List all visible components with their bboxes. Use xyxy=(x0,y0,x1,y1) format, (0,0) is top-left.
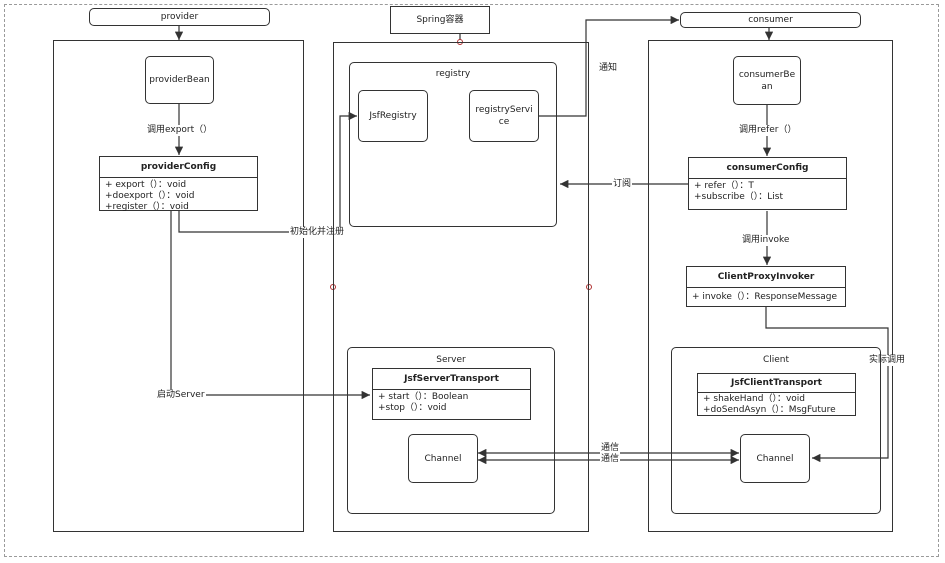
subscribe-label: 订阅 xyxy=(612,179,633,190)
spring-container xyxy=(333,42,589,532)
client-transport-method: + shakeHand（）：void xyxy=(703,394,805,404)
registry-service-box: registryService xyxy=(469,90,539,142)
provider-config-method: + export（）：void xyxy=(105,180,187,190)
client-proxy-invoker-class: ClientProxyInvoker + invoke（）：ResponseMe… xyxy=(686,266,846,307)
provider-bean-label: providerBean xyxy=(149,75,210,85)
export-call-label: 调用export（） xyxy=(146,125,214,136)
init-register-label: 初始化并注册 xyxy=(289,227,346,238)
consumer-bean-box: consumerBean xyxy=(733,56,801,105)
provider-config-method: +doexport（）：void xyxy=(105,191,195,201)
actual-call-label: 实际调用 xyxy=(868,355,907,366)
jsf-server-transport-name: JsfServerTransport xyxy=(373,369,530,390)
jsf-registry-box: JsfRegistry xyxy=(358,90,428,142)
provider-config-method: +register（）：void xyxy=(105,202,189,212)
server-channel-label: Channel xyxy=(424,453,462,464)
client-transport-method: +doSendAsyn（）：MsgFuture xyxy=(703,405,836,415)
consumer-config-class: consumerConfig + refer（）：T +subscribe（）：… xyxy=(688,157,847,210)
notify-arrow xyxy=(539,15,679,117)
client-proxy-invoker-name: ClientProxyInvoker xyxy=(687,267,845,288)
comm-label-1: 通信 xyxy=(600,443,621,454)
jsf-client-transport-class: JsfClientTransport + shakeHand（）：void +d… xyxy=(697,373,856,416)
connector-dot xyxy=(586,284,592,290)
consumer-header: consumer xyxy=(680,12,861,28)
server-title: Server xyxy=(436,355,466,365)
provider-container xyxy=(53,40,304,532)
client-title: Client xyxy=(762,355,790,365)
jsf-registry-label: JsfRegistry xyxy=(369,111,417,121)
client-group: Client xyxy=(671,347,881,514)
server-transport-method: + start（）：Boolean xyxy=(378,392,469,402)
server-channel-box: Channel xyxy=(408,434,478,483)
spring-header-label: Spring容器 xyxy=(416,15,464,25)
consumer-config-name: consumerConfig xyxy=(689,158,846,179)
spring-header: Spring容器 xyxy=(390,6,490,34)
client-channel-label: Channel xyxy=(756,453,794,464)
server-transport-method: +stop（）：void xyxy=(378,403,447,413)
provider-config-name: providerConfig xyxy=(100,157,257,178)
notify-label: 通知 xyxy=(598,63,619,74)
client-channel-box: Channel xyxy=(740,434,810,483)
invoke-call-label: 调用invoke xyxy=(741,235,791,246)
consumer-header-label: consumer xyxy=(748,15,793,25)
server-group: Server xyxy=(347,347,555,514)
proxy-invoker-method: + invoke（）：ResponseMessage xyxy=(692,292,838,302)
registry-title: registry xyxy=(435,69,471,79)
jsf-client-transport-name: JsfClientTransport xyxy=(698,374,855,393)
provider-bean-box: providerBean xyxy=(145,56,214,104)
provider-config-class: providerConfig + export（）：void +doexport… xyxy=(99,156,258,212)
jsf-server-transport-class: JsfServerTransport + start（）：Boolean +st… xyxy=(372,368,531,420)
provider-header-label: provider xyxy=(160,12,199,22)
refer-call-label: 调用refer（） xyxy=(738,125,798,136)
diagram-frame xyxy=(4,4,939,557)
comm-label-2: 通信 xyxy=(600,454,621,465)
consumer-config-method: +subscribe（）：List xyxy=(694,192,783,202)
registry-group: registry xyxy=(349,62,557,227)
actual-call-arrow xyxy=(765,307,889,463)
consumer-config-method: + refer（）：T xyxy=(694,181,754,191)
provider-header: provider xyxy=(89,8,270,26)
consumer-bean-label: consumerBean xyxy=(738,69,796,92)
start-server-label: 启动Server xyxy=(156,390,206,401)
registry-service-label: registryService xyxy=(475,105,533,127)
consumer-container xyxy=(648,40,893,532)
